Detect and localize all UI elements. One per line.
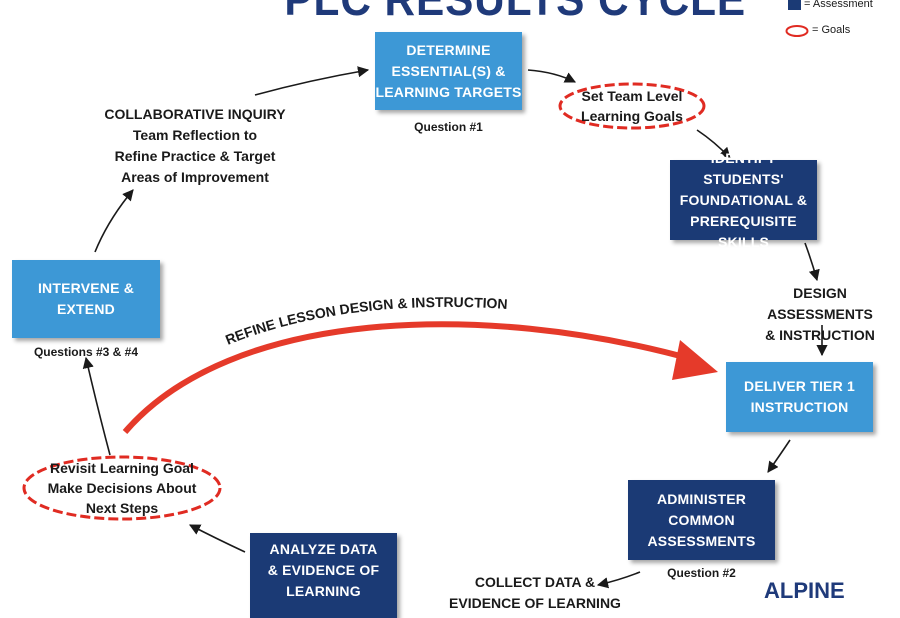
deliver-text: DELIVER TIER 1 INSTRUCTION — [744, 378, 855, 415]
legend-assessment-label: = Assessment — [804, 0, 873, 10]
arrow-icon — [804, 242, 820, 282]
questions-3-4-caption: Questions #3 & #4 — [33, 345, 139, 359]
logo: ALPINE — [762, 578, 872, 603]
administer-box: ADMINISTER COMMON ASSESSMENTS — [628, 480, 775, 560]
logo-mark: ALPINE — [764, 578, 845, 603]
arrow-icon — [82, 356, 111, 456]
analyze-box: ANALYZE DATA & EVIDENCE OF LEARNING — [250, 533, 397, 618]
intervene-box: INTERVENE & EXTEND — [12, 260, 160, 338]
question-1-caption: Question #1 — [414, 120, 483, 134]
determine-text: DETERMINE ESSENTIAL(S) & LEARNING TARGET… — [375, 41, 522, 100]
determine-box: DETERMINE ESSENTIAL(S) & LEARNING TARGET… — [375, 32, 522, 110]
assessment-square-icon — [788, 0, 801, 10]
arrow-icon — [94, 189, 134, 253]
identify-text: IDENTIFY STUDENTS' FOUNDATIONAL & PREREQ… — [679, 149, 808, 250]
goal-oval-icon — [558, 82, 706, 130]
revisit-oval: Revisit Learning Goal Make Decisions Abo… — [22, 455, 222, 521]
arrow-icon — [696, 129, 731, 159]
intervene-text: INTERVENE & EXTEND — [37, 280, 135, 317]
goal-oval-icon — [22, 455, 222, 521]
analyze-text: ANALYZE DATA & EVIDENCE OF LEARNING — [267, 541, 380, 599]
deliver-box: DELIVER TIER 1 INSTRUCTION — [726, 362, 873, 432]
arrow-icon — [189, 524, 246, 553]
legend-goals-label: = Goals — [812, 24, 851, 36]
refine-arrow-label: REFINE LESSON DESIGN & INSTRUCTION — [223, 294, 508, 348]
arrow-icon — [767, 439, 791, 473]
revisit-text: Revisit Learning Goal Make Decisions Abo… — [47, 460, 197, 516]
set-goals-text: Set Team Level Learning Goals — [581, 88, 683, 124]
collect-label: COLLECT DATA & EVIDENCE OF LEARNING — [449, 574, 621, 611]
svg-text:ALPINE: ALPINE — [764, 580, 845, 600]
question-2-caption: Question #2 — [667, 566, 736, 580]
svg-text:REFINE LESSON DESIGN & INSTRUC: REFINE LESSON DESIGN & INSTRUCTION — [223, 294, 508, 348]
cycle-arrows — [82, 66, 828, 589]
design-label: DESIGN ASSESSMENTS & INSTRUCTION — [765, 285, 875, 343]
collab-label: COLLABORATIVE INQUIRY Team Reflection to… — [104, 106, 286, 185]
identify-box: IDENTIFY STUDENTS' FOUNDATIONAL & PREREQ… — [670, 150, 817, 250]
goal-oval-icon — [785, 25, 809, 37]
set-goals-oval: Set Team Level Learning Goals — [558, 82, 706, 130]
arrow-icon — [254, 66, 370, 96]
arrow-icon — [527, 69, 577, 83]
refine-arrow-head — [672, 340, 718, 380]
administer-text: ADMINISTER COMMON ASSESSMENTS — [647, 490, 756, 549]
refine-arrow — [122, 321, 696, 434]
arrow-icon — [596, 571, 641, 589]
